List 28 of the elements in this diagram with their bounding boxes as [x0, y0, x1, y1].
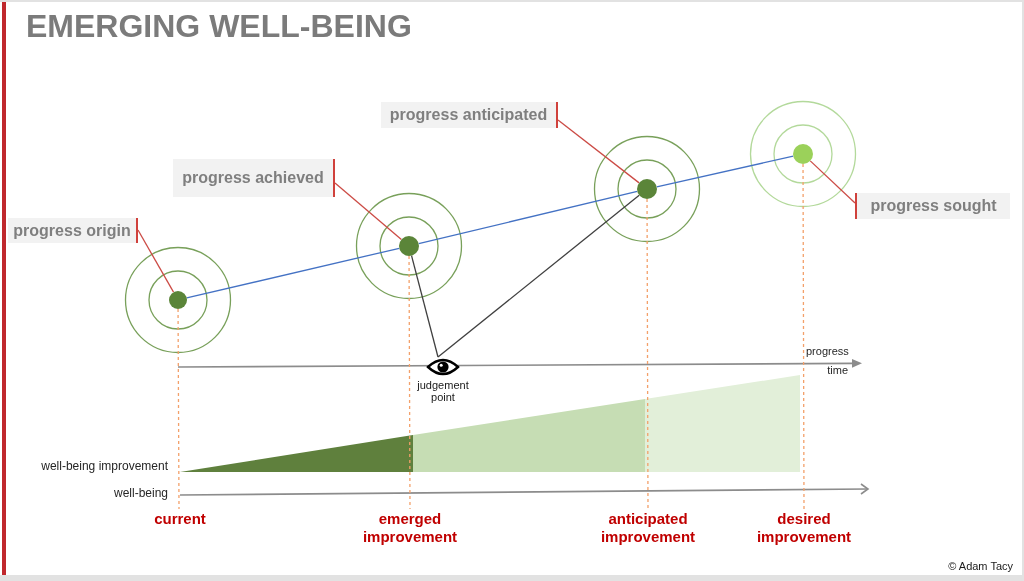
sight-line: [437, 194, 640, 358]
leader-line: [334, 182, 403, 241]
milestone-label: anticipated improvement: [593, 509, 703, 546]
sight-line: [410, 255, 439, 358]
node-label: judgement point: [416, 379, 470, 403]
milestone-label: desired improvement: [749, 509, 859, 546]
callout-label: progress achieved: [173, 159, 335, 197]
axis-label: progress: [806, 345, 849, 358]
guide-line: [802, 163, 805, 510]
guide-line: [177, 308, 180, 510]
leader-line: [137, 229, 175, 293]
title: EMERGING WELL-BEING: [26, 10, 412, 42]
milestone-label: emerged improvement: [355, 509, 465, 546]
milestone-label: current: [125, 509, 235, 528]
guide-line: [646, 198, 649, 510]
callout-label: progress anticipated: [381, 102, 558, 128]
copyright-text: © Adam Tacy: [948, 560, 1013, 573]
callout-label: progress origin: [8, 218, 138, 243]
guide-line: [408, 255, 411, 510]
axis-label: well-being: [113, 486, 168, 500]
axis-label: well-being improvement: [41, 459, 168, 473]
progress-line: [186, 247, 400, 299]
progress-line: [656, 155, 794, 188]
axis-label: time: [827, 364, 848, 377]
leader-line: [809, 160, 856, 204]
progress-line: [418, 190, 638, 245]
leader-line: [557, 119, 640, 184]
callout-label: progress sought: [855, 193, 1010, 219]
